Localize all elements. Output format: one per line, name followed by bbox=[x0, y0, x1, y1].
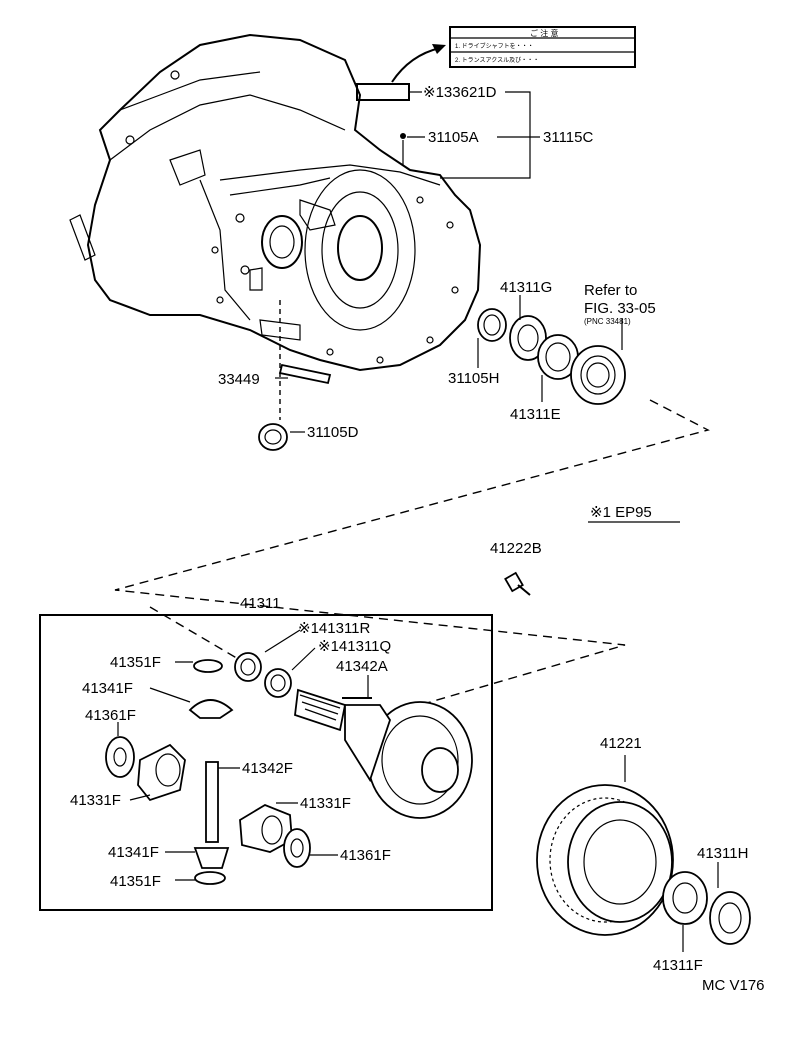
bolt-41222B bbox=[504, 571, 531, 596]
caution-note-box: ご 注 意 1. ドライブシャフトを・・・ 2. トランスアクスル及び・・・ bbox=[449, 26, 636, 68]
note-arrow bbox=[391, 47, 441, 83]
label-41311: 41311 bbox=[240, 595, 281, 612]
plug-31105A bbox=[400, 133, 406, 139]
note-line-1: 1. ドライブシャフトを・・・ bbox=[455, 42, 534, 50]
shaft-33449 bbox=[278, 363, 332, 385]
note-arrow-head bbox=[432, 44, 446, 54]
label-41222B: 41222B bbox=[490, 540, 542, 557]
label-31115C: 31115C bbox=[543, 129, 593, 146]
label-41351F-top: 41351F bbox=[110, 654, 161, 671]
shim-41311G bbox=[509, 315, 547, 361]
label-refer-pnc: (PNC 33481) bbox=[584, 317, 631, 326]
label-41331F-right: 41331F bbox=[300, 795, 351, 812]
pinion-41341F-bottom bbox=[193, 847, 230, 869]
label-41311E: 41311E bbox=[510, 406, 561, 423]
label-refer-to: Refer to bbox=[584, 282, 637, 299]
note-line-2: 2. トランスアクスル及び・・・ bbox=[455, 56, 539, 64]
label-41342A: 41342A bbox=[336, 658, 388, 675]
leader-133621D bbox=[440, 91, 531, 179]
differential-case bbox=[294, 688, 473, 819]
label-31105D: 31105D bbox=[307, 424, 359, 441]
note-title: ご 注 意 bbox=[530, 28, 558, 38]
label-41341F-bottom: 41341F bbox=[108, 844, 159, 861]
label-41331F-left: 41331F bbox=[70, 792, 121, 809]
seal-31105H bbox=[477, 308, 507, 342]
figure-code: MC V176 bbox=[702, 977, 765, 994]
label-141311R: ※141311R bbox=[298, 620, 371, 637]
label-31105H: 31105H bbox=[448, 370, 499, 387]
bearing-141311R bbox=[234, 652, 262, 682]
bearing-41311F bbox=[662, 871, 708, 925]
washer-41351F-bottom bbox=[194, 871, 226, 885]
bearing-33481 bbox=[570, 345, 626, 405]
label-41311F: 41311F bbox=[653, 957, 703, 974]
label-133621D: ※133621D bbox=[423, 84, 497, 101]
assembly-dashed-line bbox=[114, 399, 710, 706]
label-41342F: 41342F bbox=[242, 760, 293, 777]
shim-41311H bbox=[709, 891, 751, 945]
ring-gear-41221 bbox=[536, 784, 674, 936]
label-41361F-right: 41361F bbox=[340, 847, 391, 864]
label-41311G: 41311G bbox=[500, 279, 552, 296]
shaft-41342F bbox=[205, 761, 219, 843]
differential-assembly-box bbox=[39, 614, 493, 911]
label-41341F-top: 41341F bbox=[82, 680, 133, 697]
pinion-41341F-top bbox=[188, 699, 234, 719]
washer-41351F-top bbox=[193, 659, 223, 673]
side-gear-41331F-left bbox=[137, 743, 186, 802]
label-41361F-left: 41361F bbox=[85, 707, 136, 724]
bearing-141311Q bbox=[264, 668, 292, 698]
washer-41361F-left bbox=[105, 736, 135, 778]
side-gear-41331F-right bbox=[239, 803, 293, 853]
label-141311Q: ※141311Q bbox=[318, 638, 391, 655]
label-33449: 33449 bbox=[218, 371, 260, 388]
label-41311H: 41311H bbox=[697, 845, 748, 862]
label-41351F-bottom: 41351F bbox=[110, 873, 161, 890]
washer-41361F-right bbox=[283, 828, 311, 868]
label-refer-fig: FIG. 33-05 bbox=[584, 300, 656, 317]
label-31105A: 31105A bbox=[428, 129, 479, 146]
label-plate bbox=[356, 83, 410, 101]
transaxle-housing bbox=[69, 33, 482, 372]
label-41221: 41221 bbox=[600, 735, 642, 752]
seal-31105D bbox=[258, 423, 288, 451]
label-ep95: ※1 EP95 bbox=[590, 504, 652, 521]
